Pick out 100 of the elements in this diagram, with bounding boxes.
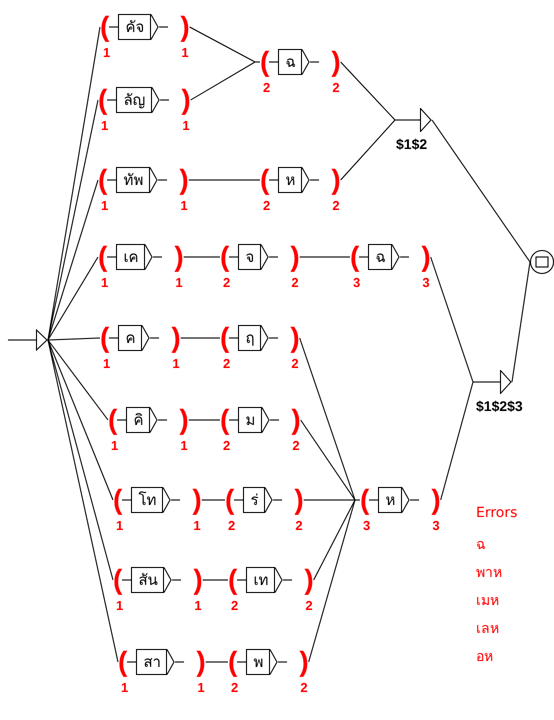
variable-open-bracket: ( bbox=[98, 243, 108, 271]
variable-open-bracket: ( bbox=[100, 13, 110, 41]
variable-number: 2 bbox=[291, 275, 299, 290]
variable-open-bracket: ( bbox=[108, 406, 118, 434]
variable-close-bracket: ) bbox=[174, 243, 184, 271]
token-box: ลัญ bbox=[116, 87, 152, 113]
connector-line bbox=[48, 340, 108, 420]
variable-number: 1 bbox=[181, 45, 189, 60]
output-triangle bbox=[500, 370, 512, 394]
variable-close-bracket: ) bbox=[171, 324, 181, 352]
token-box: ฉ bbox=[278, 49, 302, 75]
variable-number: 1 bbox=[121, 680, 128, 695]
variable-number: 2 bbox=[263, 198, 270, 213]
token-box: ห bbox=[278, 167, 302, 193]
variable-open-bracket: ( bbox=[98, 86, 108, 114]
variable-close-bracket: ) bbox=[179, 406, 189, 434]
variable-number: 2 bbox=[332, 80, 340, 95]
token-box: ฉ bbox=[368, 244, 392, 270]
variable-open-bracket: ( bbox=[220, 406, 230, 434]
variable-open-bracket: ( bbox=[220, 243, 230, 271]
variable-number: 1 bbox=[194, 598, 202, 613]
connector-line bbox=[308, 500, 360, 662]
variable-number: 3 bbox=[363, 518, 370, 533]
connector-line bbox=[512, 262, 530, 382]
variable-number: 2 bbox=[291, 356, 299, 371]
variable-close-bracket: ) bbox=[192, 486, 202, 514]
variable-number: 2 bbox=[231, 598, 238, 613]
variable-close-bracket: ) bbox=[431, 486, 441, 514]
variable-close-bracket: ) bbox=[290, 243, 300, 271]
variable-open-bracket: ( bbox=[113, 566, 122, 594]
variable-number: 2 bbox=[295, 518, 303, 533]
variable-number: 1 bbox=[180, 198, 188, 213]
token-box: ร่ bbox=[243, 487, 266, 513]
variable-open-bracket: ( bbox=[350, 243, 360, 271]
token-box: เท bbox=[246, 567, 276, 593]
variable-number: 3 bbox=[353, 275, 360, 290]
variable-number: 3 bbox=[432, 518, 440, 533]
final-state-icon bbox=[530, 250, 554, 274]
output-label: $1$2 bbox=[396, 136, 428, 152]
token-box: ฤ bbox=[238, 325, 262, 351]
connector-line bbox=[340, 120, 420, 180]
connector-line bbox=[183, 256, 220, 258]
error-item: พาห bbox=[476, 564, 502, 583]
variable-open-bracket: ( bbox=[100, 324, 110, 352]
error-item: ฉ bbox=[476, 536, 486, 555]
variable-close-bracket: ) bbox=[299, 648, 309, 676]
variable-number: 1 bbox=[182, 118, 190, 133]
variable-number: 1 bbox=[116, 598, 124, 613]
variable-number: 1 bbox=[111, 438, 118, 453]
token-box: คัจ bbox=[118, 14, 152, 40]
variable-open-bracket: ( bbox=[225, 486, 234, 514]
token-box: โท bbox=[131, 487, 164, 513]
connector-line bbox=[48, 180, 98, 340]
token-box: เค bbox=[116, 244, 146, 270]
variable-number: 1 bbox=[103, 356, 110, 371]
variable-close-bracket: ) bbox=[290, 324, 300, 352]
variable-close-bracket: ) bbox=[291, 406, 301, 434]
token-box: ม bbox=[238, 407, 262, 433]
variable-close-bracket: ) bbox=[294, 486, 304, 514]
connector-line bbox=[48, 100, 98, 340]
error-item: เลห bbox=[476, 620, 499, 639]
variable-number: 1 bbox=[103, 45, 110, 60]
variable-close-bracket: ) bbox=[331, 166, 341, 194]
connector-line bbox=[299, 256, 350, 258]
initial-state-drawing bbox=[8, 329, 48, 351]
variable-open-bracket: ( bbox=[260, 48, 270, 76]
variable-number: 1 bbox=[101, 275, 108, 290]
variable-close-bracket: ) bbox=[196, 648, 206, 676]
token-box: พ bbox=[246, 649, 270, 675]
variable-close-bracket: ) bbox=[331, 48, 341, 76]
output-label: $1$2$3 bbox=[476, 398, 523, 414]
variable-open-bracket: ( bbox=[118, 648, 128, 676]
variable-number: 1 bbox=[197, 680, 205, 695]
connector-line bbox=[190, 62, 260, 100]
token-box: จ bbox=[238, 244, 262, 270]
variable-number: 2 bbox=[231, 680, 238, 695]
connector-line bbox=[48, 340, 114, 500]
variable-number: 2 bbox=[292, 438, 300, 453]
connector-line bbox=[48, 340, 114, 580]
variable-number: 2 bbox=[228, 518, 236, 533]
connector-line bbox=[432, 120, 530, 262]
variable-open-bracket: ( bbox=[98, 166, 108, 194]
variable-number: 2 bbox=[263, 80, 270, 95]
variable-number: 2 bbox=[332, 198, 340, 213]
variable-number: 1 bbox=[180, 438, 188, 453]
variable-number: 1 bbox=[193, 518, 201, 533]
token-box: ทัพ bbox=[116, 167, 150, 193]
variable-number: 1 bbox=[101, 118, 108, 133]
output-triangle bbox=[420, 108, 432, 132]
variable-close-bracket: ) bbox=[421, 243, 431, 271]
variable-number: 1 bbox=[116, 518, 124, 533]
variable-number: 3 bbox=[422, 275, 430, 290]
variable-number: 2 bbox=[300, 680, 308, 695]
variable-number: 1 bbox=[172, 356, 180, 371]
variable-open-bracket: ( bbox=[360, 486, 370, 514]
token-box: สัน bbox=[131, 567, 164, 593]
connector-line bbox=[440, 382, 500, 500]
token-box: คิ bbox=[126, 407, 150, 433]
variable-number: 2 bbox=[223, 438, 230, 453]
connector-line bbox=[48, 340, 118, 662]
